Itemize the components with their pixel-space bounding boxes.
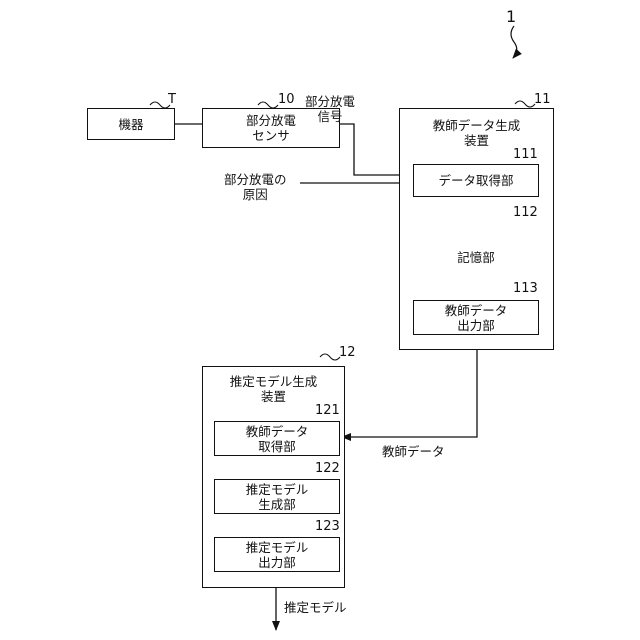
model-generate-ref: 122 [315, 462, 340, 476]
data-acquire-ref: 111 [513, 148, 538, 162]
data-acquire-label: データ取得部 [414, 173, 538, 188]
ref-leader-12 [320, 354, 340, 360]
model-gen-ref: 12 [339, 346, 356, 360]
model-output-ref: 123 [315, 520, 340, 534]
teacher-data-label: 教師データ [382, 444, 445, 459]
figure-leader-arrow [511, 26, 517, 58]
data-acquire-box: データ取得部 [413, 164, 539, 197]
signal-label: 部分放電 信号 [305, 94, 355, 124]
model-output-label: 推定モデル 出力部 [215, 540, 339, 570]
device-ref: T [168, 93, 176, 107]
figure-number: 1 [506, 10, 516, 24]
model-output-box: 推定モデル 出力部 [214, 537, 340, 572]
cause-label: 部分放電の 原因 [224, 172, 287, 202]
teacher-output-label: 教師データ 出力部 [414, 303, 538, 333]
storage-label: 記憶部 [413, 247, 539, 266]
teacher-data-arrow [342, 335, 477, 437]
ref-leader-11 [515, 101, 535, 107]
teacher-gen-ref: 11 [534, 93, 551, 107]
teacher-gen-label: 教師データ生成 装置 [400, 118, 553, 148]
model-output-text: 推定モデル [284, 600, 347, 615]
model-acquire-label: 教師データ 取得部 [215, 424, 339, 454]
device-label: 機器 [88, 117, 174, 132]
device-box: 機器 [87, 108, 175, 140]
model-acquire-ref: 121 [315, 404, 340, 418]
teacher-output-box: 教師データ 出力部 [413, 300, 539, 335]
model-gen-label: 推定モデル生成 装置 [203, 374, 344, 404]
model-generate-box: 推定モデル 生成部 [214, 479, 340, 514]
sensor-ref: 10 [278, 93, 295, 107]
teacher-output-ref: 113 [513, 282, 538, 296]
model-generate-label: 推定モデル 生成部 [215, 482, 339, 512]
model-acquire-box: 教師データ 取得部 [214, 421, 340, 456]
storage-ref: 112 [513, 206, 538, 220]
